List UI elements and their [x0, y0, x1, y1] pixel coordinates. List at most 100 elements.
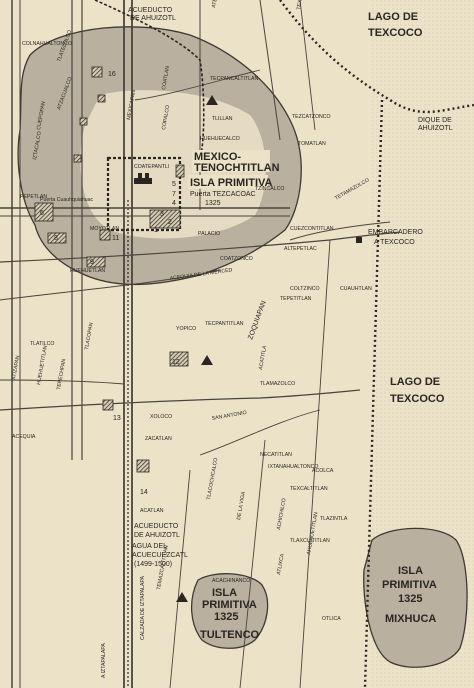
svg-text:ACUEDUCTO: ACUEDUCTO	[134, 523, 179, 530]
svg-text:4: 4	[172, 200, 176, 207]
svg-text:AGUA DEL: AGUA DEL	[132, 543, 167, 550]
lake-north-line1: LAGO DE	[368, 11, 418, 23]
svg-text:(1499-1500): (1499-1500)	[134, 561, 172, 568]
place-name-label: TEXCOCO	[296, 0, 306, 10]
svg-text:MEXICO-: MEXICO-	[194, 151, 241, 163]
svg-text:Puerta Cuauhquiahuac: Puerta Cuauhquiahuac	[40, 197, 93, 203]
island-tultenco	[190, 573, 269, 649]
svg-text:MIXHUCA: MIXHUCA	[385, 613, 436, 625]
ceremonial-precinct	[106, 156, 182, 232]
place-name-label: TLAZINTLA	[320, 516, 348, 522]
structure-labels: ACUEDUCTO DE AHUIZOTL DIQUE DE AHUIZOTL …	[12, 7, 453, 678]
svg-text:16: 16	[108, 71, 116, 78]
svg-text:12: 12	[172, 359, 180, 366]
place-name-label: YOPICO	[176, 326, 196, 332]
svg-text:ACEQUIA: ACEQUIA	[12, 434, 36, 440]
place-name-label: PEPETLAN	[20, 194, 47, 200]
svg-text:ACUECUEZCATL: ACUECUEZCATL	[132, 552, 188, 559]
place-name-label: MEXICAPAN	[126, 89, 137, 120]
svg-text:13: 13	[113, 415, 121, 422]
place-name-label: TEPETITLAN	[280, 296, 312, 302]
place-name-label: HUEHUETLAN	[70, 268, 105, 274]
place-name-label: ACOLCA	[312, 468, 334, 474]
place-name-label: ACATLAN	[140, 508, 164, 514]
svg-text:COATEPANTLI: COATEPANTLI	[134, 164, 169, 170]
svg-text:9: 9	[90, 259, 94, 266]
place-name-label: TEZCATZONCO	[292, 114, 331, 120]
svg-text:11: 11	[112, 235, 119, 242]
svg-text:EMBARCADERO: EMBARCADERO	[368, 229, 423, 236]
place-name-label: HUEHUECALCO	[200, 136, 240, 142]
svg-text:DIQUE DE: DIQUE DE	[418, 117, 452, 124]
place-name-label: TLILLAN	[212, 116, 233, 122]
place-name-label: NECATITLAN	[260, 452, 292, 458]
aqueduct-north-line	[94, 0, 205, 161]
svg-text:PRIMITIVA: PRIMITIVA	[382, 579, 437, 591]
svg-text:ISLA PRIMITIVA: ISLA PRIMITIVA	[190, 177, 273, 189]
causeways	[11, 0, 331, 688]
place-name-label: CUEPOPAN	[36, 101, 47, 131]
island-inner-clearing	[80, 90, 266, 239]
place-name-label: TLACOPAN	[84, 322, 95, 350]
svg-text:DE AHUIZOTL: DE AHUIZOTL	[130, 15, 176, 22]
block-numbers: 16 5 7 4 3 2 1 6 8 9 11 12 13 14	[40, 71, 180, 496]
place-name-label: TEXCALTITLAN	[290, 486, 328, 492]
svg-text:7: 7	[172, 191, 176, 198]
svg-text:6: 6	[40, 210, 44, 217]
svg-text:A IZTAPALAPA: A IZTAPALAPA	[101, 643, 107, 678]
svg-text:ISLA: ISLA	[212, 587, 237, 599]
place-name-label: ATIZAPAN	[11, 355, 21, 381]
svg-text:2: 2	[168, 219, 172, 226]
svg-text:DE LA VIGA: DE LA VIGA	[236, 491, 247, 521]
svg-text:1325: 1325	[398, 593, 422, 605]
svg-text:1325: 1325	[205, 200, 221, 207]
place-name-label: TZINCALCO	[255, 186, 284, 192]
dike-east	[363, 99, 384, 688]
svg-text:14: 14	[140, 489, 148, 496]
lake-north-line2: TEXCOCO	[368, 27, 423, 39]
svg-text:CALZADA DE IZTAPALAPA: CALZADA DE IZTAPALAPA	[140, 575, 146, 640]
place-name-label: TECPANTITLAN	[205, 321, 244, 327]
place-name-label: COATZONCO	[220, 256, 253, 262]
tultenco-labels: ISLA PRIMITIVA 1325 TULTENCO	[200, 587, 260, 641]
place-name-label: ACHICHILCO	[276, 498, 287, 531]
place-name-label: ACACHINANCO	[212, 578, 250, 584]
place-name-label: TECPANCALTITLAN	[210, 76, 258, 82]
place-name-label: IXTANAHUALTONCO	[268, 464, 318, 470]
place-name-label: IZTACALCO	[32, 131, 43, 160]
svg-text:8: 8	[54, 235, 58, 242]
svg-text:ACUEDUCTO: ACUEDUCTO	[128, 7, 173, 14]
place-name-label: TLAXCUITITLAN	[290, 538, 330, 544]
place-name-label: CUAUHTLAN	[340, 286, 372, 292]
svg-text:A TEXCOCO: A TEXCOCO	[374, 239, 415, 246]
svg-text:3: 3	[160, 211, 164, 218]
mixhuca-labels: ISLA PRIMITIVA 1325 MIXHUCA	[382, 565, 437, 625]
svg-text:PRIMITIVA: PRIMITIVA	[202, 599, 257, 611]
district-blocks	[34, 66, 189, 473]
place-name-label: ATENANTITECH	[211, 0, 224, 8]
svg-text:XOLOCO: XOLOCO	[150, 414, 172, 420]
place-name-label: ACATITLA	[258, 345, 268, 371]
svg-text:1325: 1325	[214, 611, 238, 623]
svg-text:5: 5	[172, 181, 176, 188]
place-name-label: COLNAHUALTONCO	[22, 41, 72, 47]
place-name-label: CUEZCONTITLAN	[290, 226, 334, 232]
place-name-label: COLTZINCO	[290, 286, 320, 292]
place-name-label: TEPECHPAN	[56, 358, 67, 390]
svg-text:Puerta TEZCACOAC: Puerta TEZCACOAC	[190, 191, 256, 198]
place-name-label: TLAMAZOLCO	[260, 381, 295, 387]
embarcadero-marker	[356, 237, 362, 243]
island-mixhuca	[363, 527, 468, 668]
svg-text:TULTENCO: TULTENCO	[200, 629, 260, 641]
lake-east-line2: TEXCOCO	[390, 393, 445, 405]
place-name-label: MOYOTLAN	[90, 226, 119, 232]
place-name-label: TLATILCO	[30, 341, 54, 347]
svg-text:1: 1	[154, 227, 158, 234]
place-name-label: ALTEPETLAC	[284, 246, 317, 252]
place-name-label: TOMATLAN	[298, 141, 326, 147]
svg-text:TENOCHTITLAN: TENOCHTITLAN	[194, 162, 280, 174]
svg-text:ISLA: ISLA	[398, 565, 423, 577]
place-name-label: ZACATLAN	[145, 436, 172, 442]
templo-mayor-icon	[134, 173, 152, 184]
